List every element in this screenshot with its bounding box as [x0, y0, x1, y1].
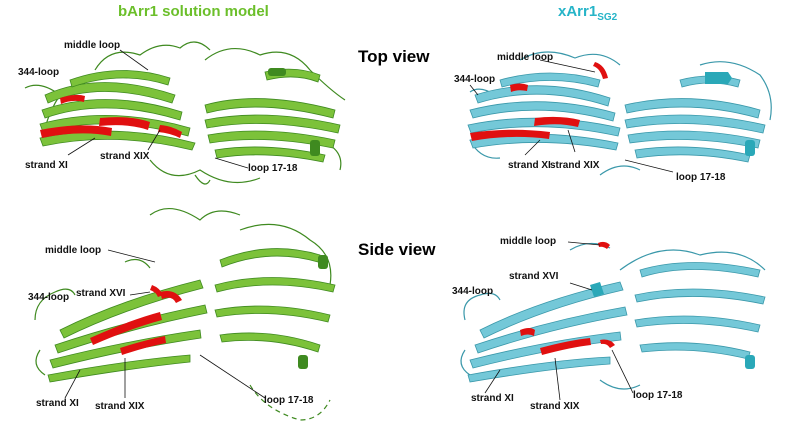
green-top-344-loop-label: 344-loop: [18, 67, 60, 78]
cyan-top-loop-17-18-label: loop 17-18: [676, 172, 726, 183]
green-top-loop-17-18-label: loop 17-18: [248, 163, 298, 174]
cyan-top-middle-loop-label: middle loop: [497, 52, 554, 63]
right-title-main: xArr1: [558, 3, 598, 20]
cyan-top-strand-xix-label: strand XIX: [550, 160, 600, 171]
green-top-strand-xix-label: strand XIX: [100, 151, 150, 162]
cyan-top-strand-xi-label: strand XI: [508, 160, 551, 171]
right-title-subscript: SG2: [597, 12, 618, 23]
cyan-side-strand-xi-label: strand XI: [471, 393, 514, 404]
green-side-strand-xix-label: strand XIX: [95, 401, 145, 412]
cyan-side-middle-loop-label: middle loop: [500, 236, 557, 247]
top-view-label: Top view: [358, 47, 430, 66]
green-side-344-loop-label: 344-loop: [28, 292, 70, 303]
cyan-side-344-loop-label: 344-loop: [452, 286, 494, 297]
side-view-label: Side view: [358, 240, 436, 259]
cyan-top-344-loop-label: 344-loop: [454, 74, 496, 85]
cyan-side-strand-xix-label: strand XIX: [530, 401, 580, 412]
cyan-side-loop-17-18-label: loop 17-18: [633, 390, 683, 401]
green-top-middle-loop-label: middle loop: [64, 40, 121, 51]
cyan-side-strand-xvi-label: strand XVI: [509, 271, 559, 282]
green-side-strand-xi-label: strand XI: [36, 398, 79, 409]
left-panel-title: bArr1 solution model: [118, 3, 269, 20]
green-side-loop-17-18-label: loop 17-18: [264, 395, 314, 406]
green-side-middle-loop-label: middle loop: [45, 245, 102, 256]
green-side-strand-xvi-label: strand XVI: [76, 288, 126, 299]
green-top-strand-xi-label: strand XI: [25, 160, 68, 171]
right-panel-title: xArr1SG2: [558, 3, 617, 23]
